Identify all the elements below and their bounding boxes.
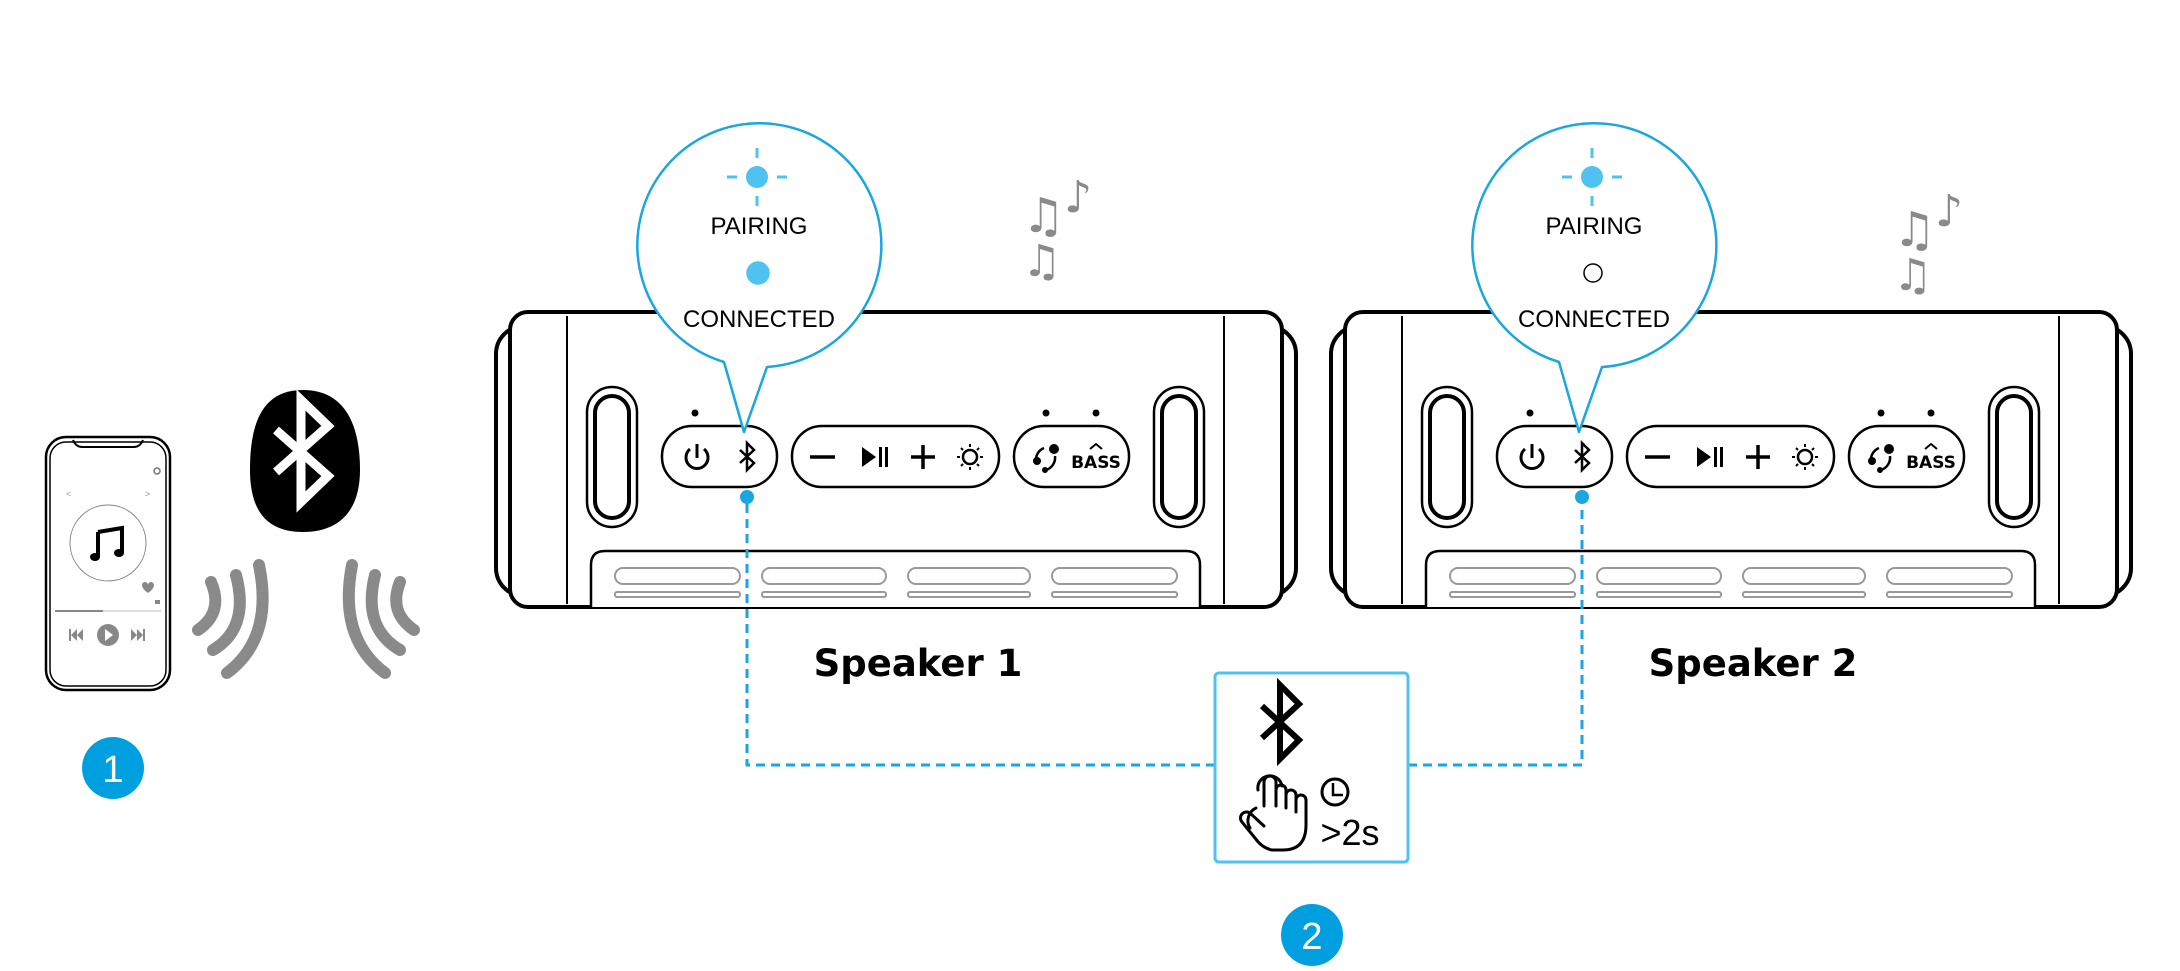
strap-loop-left xyxy=(1420,385,1474,529)
bluetooth-icon xyxy=(1259,677,1304,767)
bass-button[interactable]: BASS xyxy=(1906,442,1956,473)
party-button[interactable] xyxy=(1868,444,1894,473)
clock-icon xyxy=(1320,777,1350,807)
led-status-callout: PAIRING CONNECTED xyxy=(1471,121,1718,434)
hold-duration: >2s xyxy=(1320,812,1379,853)
speaker-label: Speaker 2 xyxy=(1649,642,1858,685)
prev-arrow-icon: < xyxy=(66,489,71,499)
party-led xyxy=(1877,409,1885,417)
party-button[interactable] xyxy=(1033,444,1059,473)
svg-text:♫: ♫ xyxy=(1893,202,1936,258)
svg-text:♫: ♫ xyxy=(1022,236,1061,287)
light-button[interactable] xyxy=(1792,444,1818,470)
svg-text:BASS: BASS xyxy=(1071,453,1121,473)
svg-text:♫: ♫ xyxy=(1893,250,1932,301)
power-bluetooth-panel xyxy=(1495,424,1614,489)
power-button[interactable] xyxy=(1519,444,1545,470)
light-button[interactable] xyxy=(957,444,983,470)
list-icon[interactable] xyxy=(155,600,160,604)
wave-left-2 xyxy=(207,569,246,656)
strap-loop-right xyxy=(1987,385,2041,529)
pairing-led-blinking xyxy=(1562,148,1622,206)
svg-text:PAIRING: PAIRING xyxy=(711,213,808,240)
svg-text:♫: ♫ xyxy=(1022,188,1065,244)
connector-line-left xyxy=(745,504,1215,767)
bluetooth-icon xyxy=(273,389,335,513)
volume-up-button[interactable] xyxy=(911,445,935,469)
music-notes-icon: ♫ ♪ ♫ xyxy=(1893,186,1963,301)
signal-waves xyxy=(192,559,420,679)
led-status-callout: PAIRING CONNECTED xyxy=(636,121,883,434)
wave-left-1 xyxy=(192,576,222,636)
connector-dot xyxy=(740,490,754,504)
party-led xyxy=(1042,409,1050,417)
next-arrow-icon: > xyxy=(145,489,150,499)
pairing-led-blinking xyxy=(727,148,787,206)
speaker-grille xyxy=(589,549,1202,607)
svg-text:CONNECTED: CONNECTED xyxy=(1518,306,1670,333)
bluetooth-button[interactable] xyxy=(739,439,756,474)
svg-text:♪: ♪ xyxy=(1935,186,1963,237)
wave-right-2 xyxy=(365,569,406,656)
svg-text:CONNECTED: CONNECTED xyxy=(683,306,835,333)
play-pause-button[interactable] xyxy=(862,447,888,467)
speaker-grille xyxy=(1424,549,2037,607)
bluetooth-button[interactable] xyxy=(1574,439,1591,474)
bass-button[interactable]: BASS xyxy=(1071,442,1121,473)
wave-left-3 xyxy=(221,559,269,679)
bass-led xyxy=(1927,409,1935,417)
playback-panel xyxy=(790,424,1001,489)
play-pause-button[interactable] xyxy=(1697,447,1723,467)
next-icon[interactable] xyxy=(131,629,145,641)
svg-text:♪: ♪ xyxy=(1064,172,1092,223)
wave-right-3 xyxy=(390,576,420,636)
instruction-box: >2s xyxy=(1213,671,1410,864)
press-hand-icon xyxy=(1239,774,1308,852)
strap-loop-left xyxy=(585,385,639,529)
svg-text:2: 2 xyxy=(1301,916,1322,958)
smartphone: < > xyxy=(44,435,172,692)
playback-controls xyxy=(69,624,145,646)
connector-dot xyxy=(1575,490,1589,504)
speaker-1: BASS PAIRING CONNECTED ♫ ♪ ♫ Speaker 1 xyxy=(494,121,1298,685)
speaker-2: BASS PAIRING CONNECTED ♫ ♪ ♫ Speaker 2 xyxy=(1329,121,2133,685)
connector-line-right xyxy=(1408,504,1584,767)
connected-led xyxy=(1583,263,1603,283)
power-led xyxy=(691,409,699,417)
music-note-icon xyxy=(90,525,124,561)
volume-up-button[interactable] xyxy=(1746,445,1770,469)
heart-icon[interactable] xyxy=(142,582,154,593)
step-badge-2: 2 xyxy=(1281,904,1343,966)
bass-led xyxy=(1092,409,1100,417)
svg-text:BASS: BASS xyxy=(1906,453,1956,473)
strap-loop-right xyxy=(1152,385,1206,529)
power-bluetooth-panel xyxy=(660,424,779,489)
power-button[interactable] xyxy=(684,444,710,470)
previous-icon[interactable] xyxy=(69,629,83,641)
svg-text:PAIRING: PAIRING xyxy=(1546,213,1643,240)
playback-panel xyxy=(1625,424,1836,489)
svg-text:1: 1 xyxy=(102,749,123,791)
wave-right-1 xyxy=(342,559,391,679)
step-badge-1: 1 xyxy=(82,737,144,799)
connected-led xyxy=(746,261,770,285)
bluetooth-badge xyxy=(250,389,360,532)
speaker-label: Speaker 1 xyxy=(814,642,1023,685)
power-led xyxy=(1526,409,1534,417)
settings-icon xyxy=(153,467,161,475)
music-notes-icon: ♫ ♪ ♫ xyxy=(1022,172,1092,287)
